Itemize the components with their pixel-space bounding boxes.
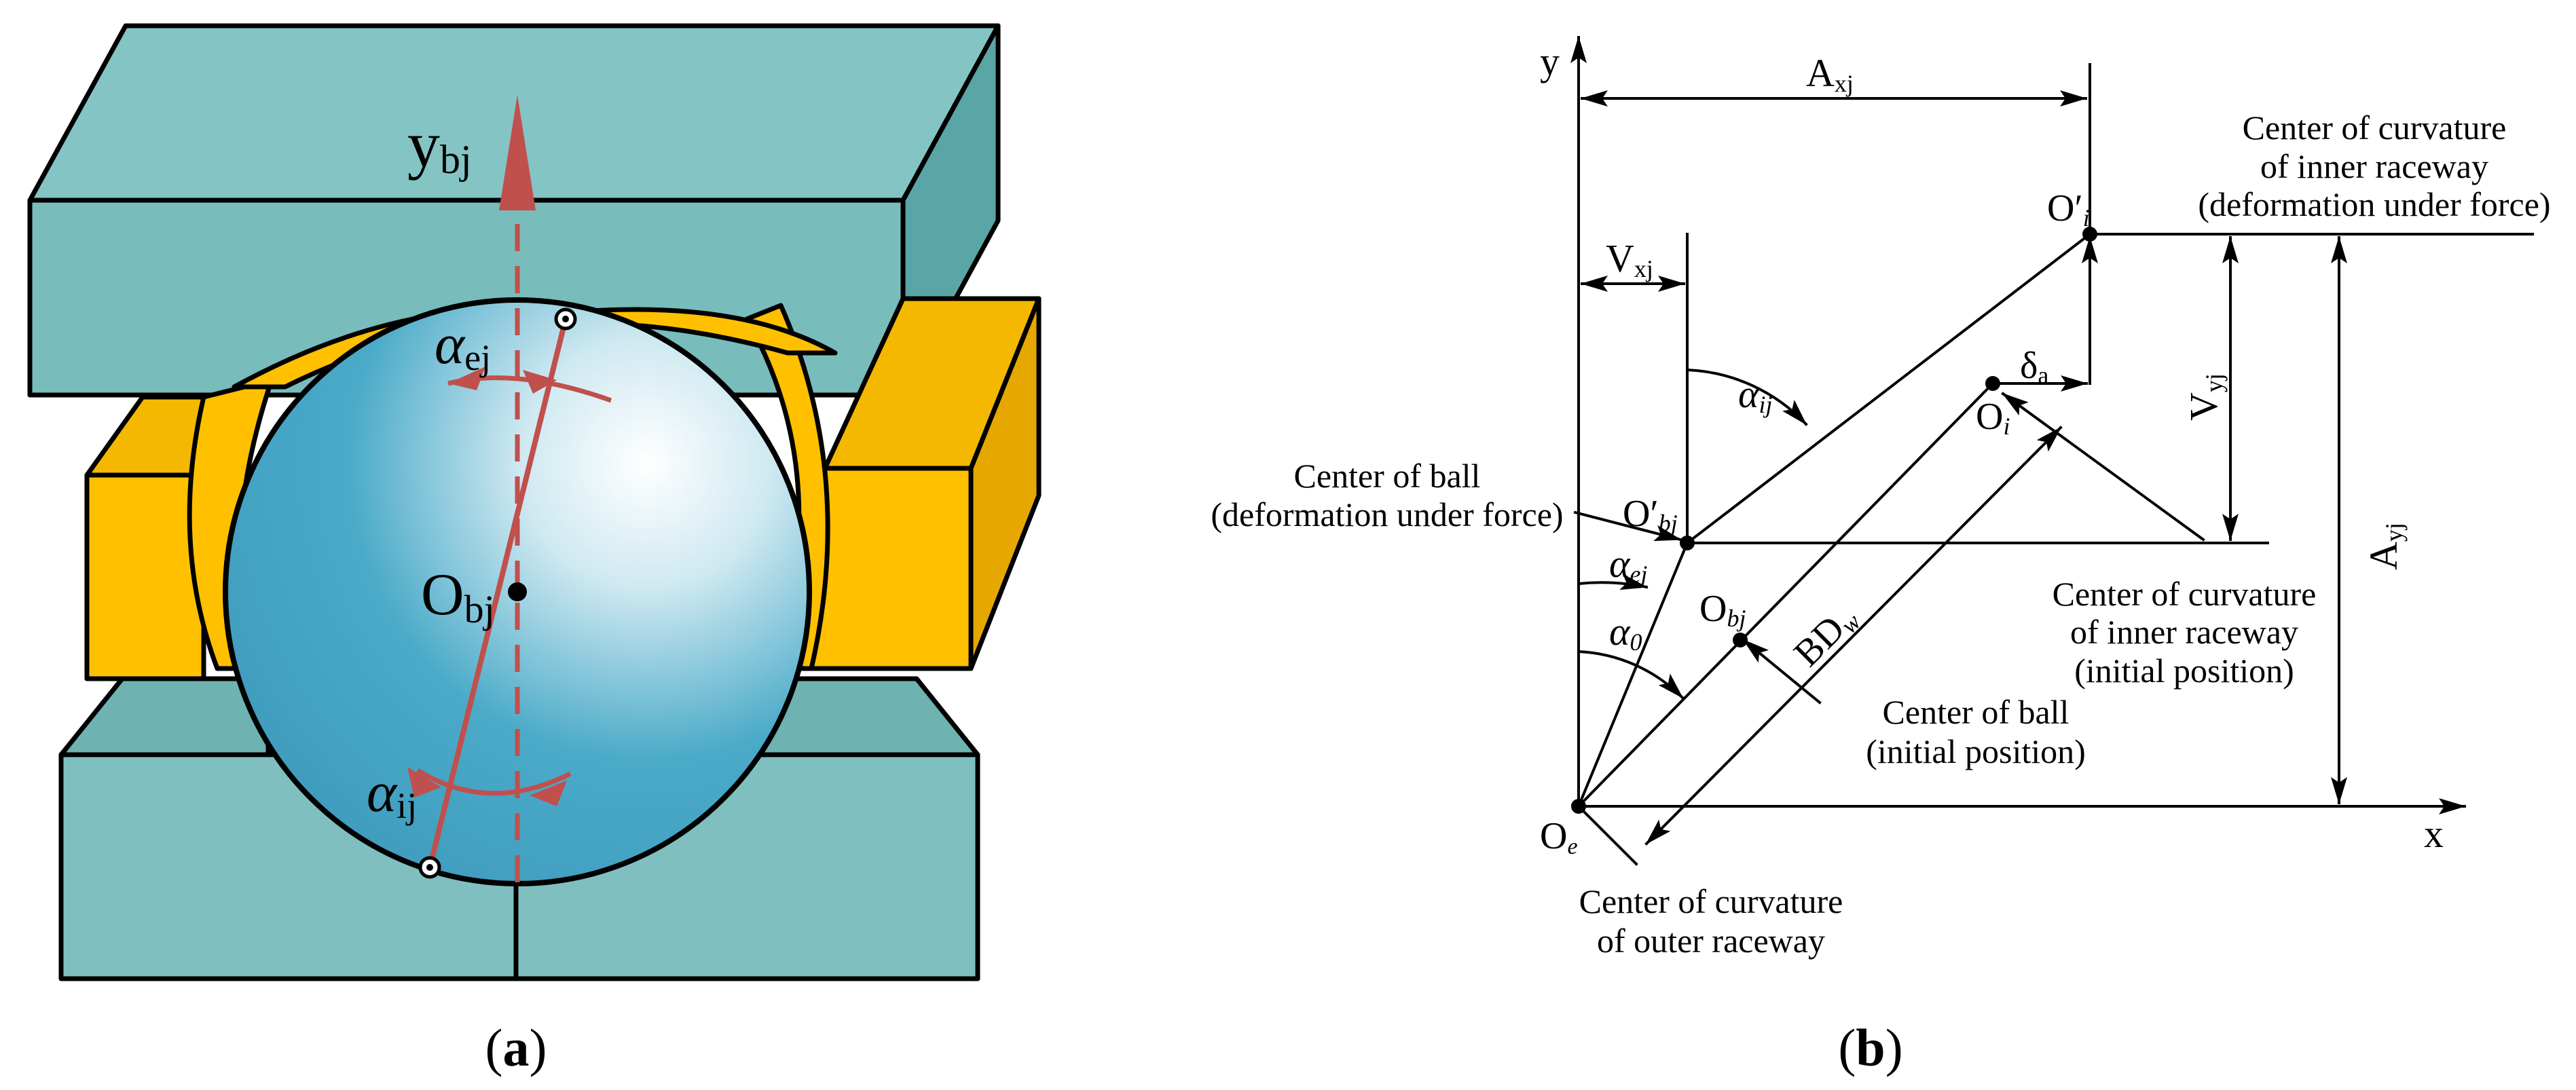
y-bj-label: ybj [407,108,472,182]
note-ball-initial: Center of ball (initial position) [1866,693,2086,770]
point-oi [1985,376,2000,391]
ayj-label: Ayj [2361,523,2408,570]
note-outer: Center of curvature of outer raceway [1579,882,1843,960]
alpha-ij-arrow-right [530,781,567,806]
alpha-ej-label: αej [435,313,491,378]
svg-text:(initial position): (initial position) [2074,652,2294,690]
alpha-ij-label: αij [1738,372,1772,418]
note-inner-initial: Center of curvature of inner raceway (in… [2053,575,2317,690]
vyj-label: Vyj [2182,373,2228,421]
upper-housing-block [27,23,1001,398]
right-cage [744,296,1042,671]
svg-text:Center of curvature: Center of curvature [1579,882,1843,920]
contact-line [427,318,568,868]
svg-text:(deformation under force): (deformation under force) [2198,185,2550,223]
note-inner-deformed: Center of curvature of inner raceway (de… [2198,109,2550,223]
alpha-ij-arc [416,768,572,796]
bdw-label: BDw [1786,596,1866,676]
svg-text:of inner raceway: of inner raceway [2070,613,2298,651]
inner-contact-dot [426,864,433,871]
note-ball-deformed: Center of ball (deformation under force) [1211,457,1563,533]
outer-leader-line [1577,804,1638,866]
oi-prime-label: O′i [2047,187,2090,231]
point-obj [1733,633,1748,647]
svg-text:Center of curvature: Center of curvature [2243,109,2507,147]
point-oi-prime [2082,227,2097,242]
axis-x-label: x [2424,812,2444,856]
point-obj-prime [1680,535,1695,550]
alpha-ij-label: αij [367,761,417,826]
svg-text:Center of curvature: Center of curvature [2053,575,2317,613]
alpha-0-label: α0 [1609,609,1642,656]
axj-label: Axj [1806,51,1854,97]
svg-text:Center of ball: Center of ball [1294,457,1481,495]
alpha-ej-arrow-right [523,370,557,394]
svg-text:(initial position): (initial position) [1866,732,2086,770]
panel-b-caption: (b) [1838,1018,1902,1077]
ball-initial-leader [1742,638,1822,704]
obj-prime-label: O′bj [1623,493,1678,537]
point-oe [1571,799,1586,814]
vxj-label: Vxj [1606,236,1653,282]
outer-contact-dot [562,316,569,322]
alpha-ej-arrow-left [448,367,485,390]
panel-a-caption: (a) [485,1018,547,1077]
axis-y-label: y [1540,39,1560,83]
inner-initial-leader [2001,392,2205,542]
bdw-dimension-line [1644,426,2063,846]
y-axis-arrowhead [499,95,536,210]
panel-a-bearing-drawing: ybj Obj αej αij (a) [27,23,1042,1077]
alpha-ij-arrow-left [407,767,441,797]
o-bj-label: Obj [421,562,495,631]
oi-label: Oi [1976,396,2010,440]
ball-center-dot [508,582,527,601]
delta-a-label: δa [2020,345,2048,389]
svg-text:Center of ball: Center of ball [1883,693,2069,731]
svg-text:of outer raceway: of outer raceway [1597,922,1825,960]
alpha-ij-arc [1685,368,1808,426]
alpha-ej-label: αej [1609,542,1647,588]
alpha-0-arc [1577,650,1685,700]
oe-label: Oe [1540,815,1578,859]
panel-b-geometry-diagram: y x Axj Vxj Vyj Ayj [1211,36,2551,1077]
ball-deformed-leader [1573,510,1682,542]
svg-text:of inner raceway: of inner raceway [2260,147,2488,185]
alpha-ej-arc [1577,574,1649,590]
obj-label: Obj [1699,588,1746,632]
svg-text:(deformation under force): (deformation under force) [1211,495,1563,533]
